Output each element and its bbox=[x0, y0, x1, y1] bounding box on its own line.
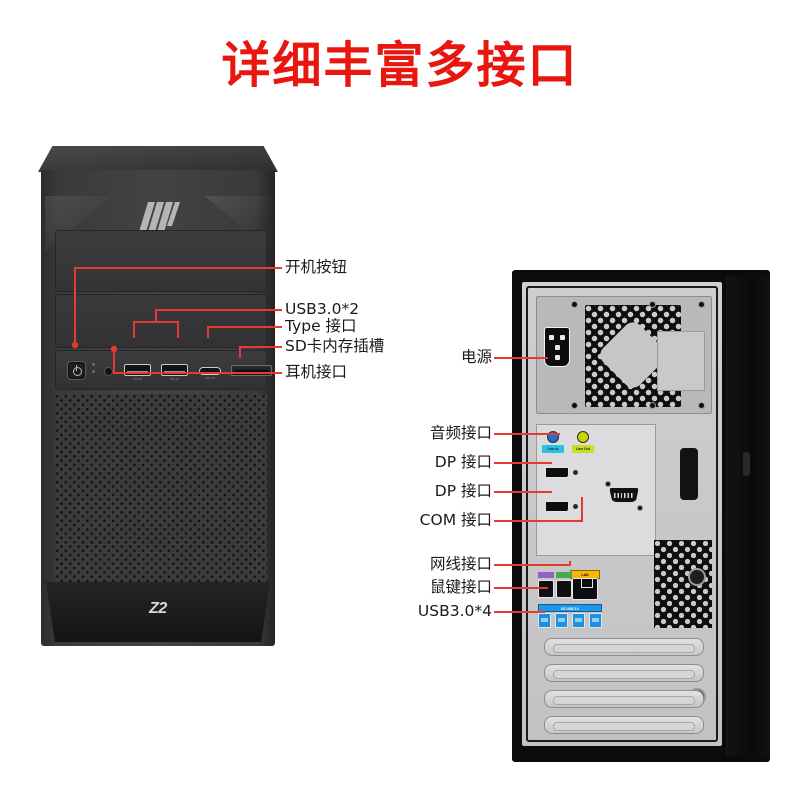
power-supply-unit-area bbox=[536, 296, 712, 414]
power-socket-port[interactable] bbox=[544, 327, 570, 367]
callout-label-com: COM 接口 bbox=[419, 511, 492, 529]
ps2-mouse-port[interactable] bbox=[556, 580, 572, 598]
ethernet-rj45-port[interactable] bbox=[572, 578, 598, 600]
rear-io-lower-block: LAN SS USB 3.0 bbox=[536, 568, 656, 628]
com-screw bbox=[637, 505, 643, 511]
callout-label-sd-card-slot: SD卡内存插槽 bbox=[285, 337, 385, 355]
sd-card-slot[interactable] bbox=[231, 365, 272, 376]
usb30-port-2-label: SS<10 bbox=[169, 377, 180, 381]
front-ventilation-mesh bbox=[55, 394, 267, 606]
usb-type-c-port[interactable] bbox=[199, 367, 221, 375]
rear-side-panel bbox=[726, 276, 770, 756]
callout-label-dp2: DP 接口 bbox=[434, 482, 492, 500]
hp-z2-tower-rear-illustration: Line In Line Out LAN SS bbox=[512, 270, 770, 762]
callout-label-power-socket: 电源 bbox=[460, 348, 492, 366]
pcie-slot-cover-3 bbox=[544, 690, 704, 708]
rear-usb30-port-2[interactable] bbox=[555, 613, 568, 628]
psu-label-plate bbox=[657, 331, 705, 391]
usb30-port-1[interactable] bbox=[124, 364, 151, 376]
power-button[interactable] bbox=[67, 361, 86, 380]
rear-metal-backplate: Line In Line Out LAN SS bbox=[522, 282, 722, 746]
audio-line-out-port[interactable] bbox=[577, 431, 589, 443]
audio-line-out-tag-label: Line Out bbox=[576, 447, 590, 451]
pcie-slot-cover-2 bbox=[544, 664, 704, 682]
model-badge-text: Z2 bbox=[149, 600, 167, 617]
headphone-jack-port[interactable] bbox=[104, 367, 113, 376]
optical-bay-blank-lower bbox=[55, 294, 267, 348]
chassis-screw bbox=[649, 402, 656, 409]
callout-label-headphone: 耳机接口 bbox=[285, 363, 348, 381]
thumb-screw[interactable] bbox=[688, 568, 706, 586]
callout-label-audio: 音频接口 bbox=[429, 424, 492, 442]
callout-label-dp1: DP 接口 bbox=[434, 453, 492, 471]
pcie-slot-cover-4 bbox=[544, 716, 704, 734]
audio-line-out-tag: Line Out bbox=[572, 445, 594, 453]
callout-label-usb30-x4: USB3.0*4 bbox=[417, 602, 492, 620]
rear-usb30-port-1[interactable] bbox=[538, 613, 551, 628]
ps2-keyboard-tag bbox=[538, 572, 554, 578]
rear-usb30-port-3[interactable] bbox=[572, 613, 585, 628]
audio-line-in-port[interactable] bbox=[547, 431, 559, 443]
usb30-port-1-label: SS<10 bbox=[132, 377, 143, 381]
displayport-port-2[interactable] bbox=[545, 501, 569, 512]
chassis-screw bbox=[649, 301, 656, 308]
chassis-screw bbox=[698, 402, 705, 409]
chassis-screw bbox=[571, 402, 578, 409]
model-badge: Z2 bbox=[46, 600, 270, 618]
motherboard-io-shield: Line In Line Out bbox=[536, 424, 656, 556]
ps2-keyboard-port[interactable] bbox=[538, 580, 554, 598]
optical-bay-blank-upper bbox=[55, 230, 267, 292]
usb30-group-tag-label: SS USB 3.0 bbox=[560, 607, 580, 611]
usb-type-c-port-label: SS<10 bbox=[205, 376, 215, 380]
tower-top-panel bbox=[38, 146, 278, 172]
chassis-screw bbox=[698, 301, 705, 308]
hp-logo-icon bbox=[139, 202, 180, 232]
hp-z2-tower-front-illustration: SS<10 SS<10 SS<10 Z2 bbox=[38, 146, 278, 646]
status-led-indicators bbox=[92, 363, 95, 377]
dp-screw bbox=[573, 470, 578, 475]
rear-handle-slot bbox=[680, 448, 698, 500]
usb30-port-2[interactable] bbox=[161, 364, 188, 376]
serial-com-port[interactable] bbox=[609, 487, 639, 503]
pcie-slot-cover-1 bbox=[544, 638, 704, 656]
rear-usb30-port-4[interactable] bbox=[589, 613, 602, 628]
com-screw bbox=[605, 481, 611, 487]
ps2-mouse-tag bbox=[556, 572, 572, 578]
front-io-strip: SS<10 SS<10 SS<10 bbox=[55, 350, 272, 390]
dp-screw bbox=[573, 504, 578, 509]
audio-line-in-tag-label: Line In bbox=[547, 447, 559, 451]
callout-label-usb30-x2: USB3.0*2 bbox=[285, 300, 360, 318]
page-title: 详细丰富多接口 bbox=[221, 37, 579, 94]
chassis-screw bbox=[571, 301, 578, 308]
rear-chassis-ventilation-grille bbox=[654, 540, 712, 628]
ethernet-port-tag-label: LAN bbox=[581, 573, 589, 577]
callout-label-ps2: 鼠键接口 bbox=[429, 578, 492, 596]
usb30-group-tag: SS USB 3.0 bbox=[538, 604, 602, 612]
callout-label-type-c: Type 接口 bbox=[285, 317, 357, 335]
callout-label-power-button: 开机按钮 bbox=[285, 258, 348, 276]
audio-line-in-tag: Line In bbox=[542, 445, 564, 453]
tower-base-panel: Z2 bbox=[46, 582, 270, 642]
callout-label-ethernet: 网线接口 bbox=[429, 555, 492, 573]
side-panel-latch bbox=[743, 452, 750, 476]
tower-front-body: SS<10 SS<10 SS<10 bbox=[41, 170, 275, 646]
displayport-port-1[interactable] bbox=[545, 467, 569, 478]
